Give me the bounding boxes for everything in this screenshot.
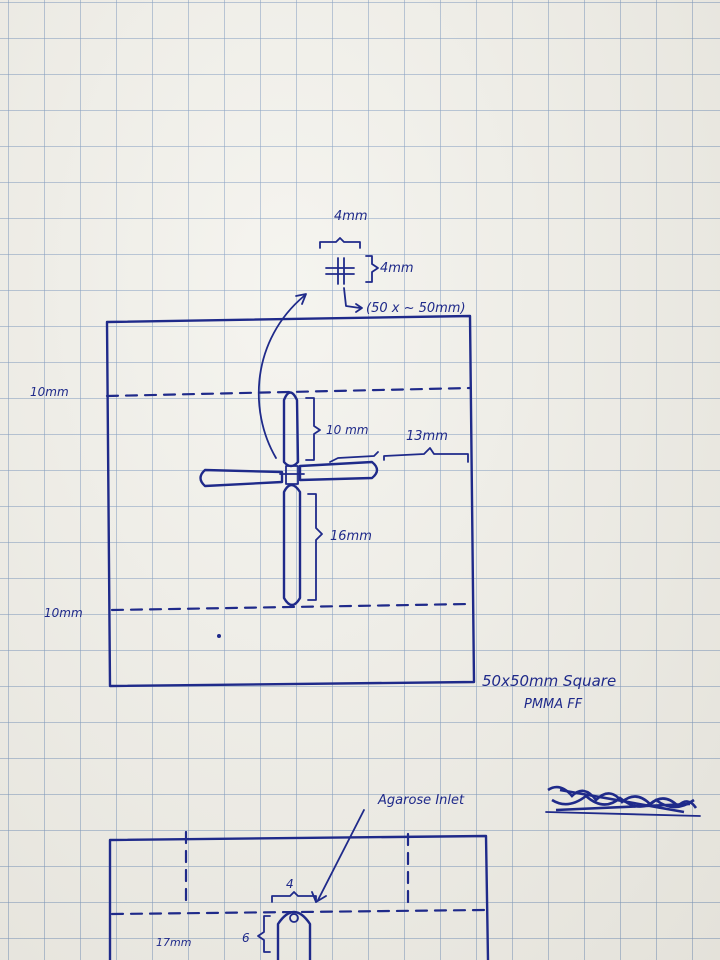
inlet-note-arrow: [343, 287, 363, 313]
square-outline: [105, 314, 476, 688]
bottom-margin-dashed-line: [110, 602, 472, 612]
inlet-height-bracket: [365, 255, 379, 283]
side-depth-label: 6: [242, 931, 250, 945]
square-label-line1: 50x50mm Square: [482, 672, 616, 690]
square-label-line2: PMMA FF: [524, 697, 583, 712]
top-arm-length-label: 10 mm: [326, 423, 368, 437]
right-arm-dimension: [329, 447, 469, 463]
side-view-dashed-base: [110, 908, 486, 916]
bottom-margin-label: 10mm: [44, 606, 83, 620]
bottom-arm-bracket: [307, 493, 323, 601]
cross-channel: [199, 391, 379, 607]
agarose-inlet-label: Agarose Inlet: [377, 793, 465, 808]
inlet-note-label: (50 x ~ 50mm): [366, 301, 466, 316]
agarose-inlet-arrow: [311, 809, 365, 903]
side-inlet-channel: [276, 910, 312, 960]
side-height-label: 17mm: [156, 936, 191, 949]
inlet-width-label: 4mm: [334, 209, 368, 224]
inlet-width-bracket: [319, 237, 361, 249]
ink-dot: [217, 634, 221, 638]
top-margin-label: 10mm: [30, 385, 69, 399]
scribbled-out-text: [545, 785, 701, 817]
side-view-outline: [108, 834, 490, 960]
inlet-pointer-arrowhead: [295, 293, 307, 305]
side-inlet-port: [289, 913, 299, 923]
side-depth-bracket: [257, 915, 271, 953]
side-inlet-width-bracket: [271, 891, 317, 903]
top-arm-bracket: [305, 397, 321, 461]
inlet-height-label: 4mm: [380, 261, 414, 276]
side-inlet-width-label: 4: [286, 877, 294, 891]
right-gap-label: 13mm: [406, 429, 448, 444]
bottom-arm-length-label: 16mm: [330, 529, 372, 544]
inlet-cross-detail: [325, 257, 355, 285]
inlet-pointer-arrow: [257, 295, 305, 459]
